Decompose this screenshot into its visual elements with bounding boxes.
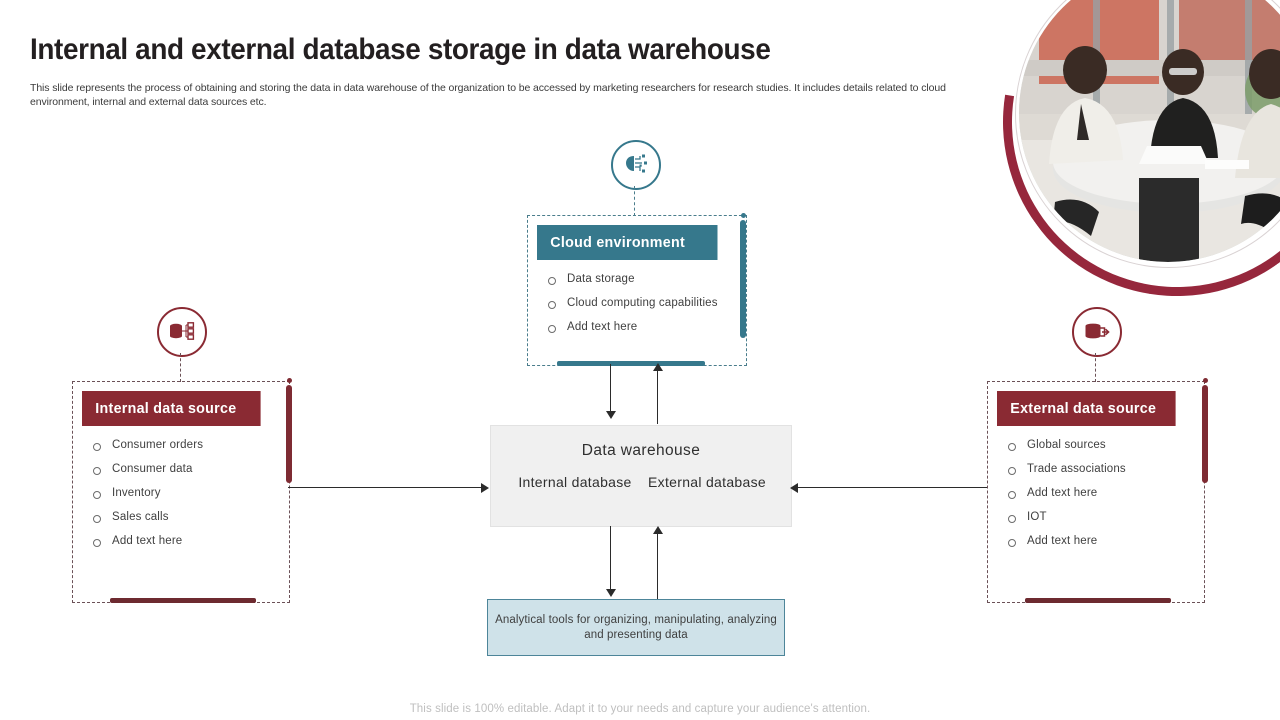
- internal-icon-connector: [180, 353, 181, 382]
- list-item-label: Global sources: [1027, 439, 1106, 451]
- internal-data-source-list: Consumer orders Consumer data Inventory …: [93, 438, 203, 558]
- bullet-icon: [548, 301, 556, 309]
- list-item: Consumer data: [93, 462, 203, 476]
- list-item: Add text here: [1008, 486, 1126, 500]
- cloud-environment-heading: Cloud environment: [537, 225, 718, 260]
- list-item: Add text here: [1008, 534, 1126, 548]
- bullet-icon: [1008, 491, 1016, 499]
- list-item: Add text here: [93, 534, 203, 548]
- bullet-icon: [93, 443, 101, 451]
- internal-database-label: Internal database: [518, 474, 632, 490]
- cloud-environment-list: Data storage Cloud computing capabilitie…: [548, 272, 718, 344]
- cloud-to-warehouse-arrow: [606, 411, 616, 419]
- internal-to-warehouse-arrow: [481, 483, 489, 493]
- bullet-icon: [548, 277, 556, 285]
- list-item: Sales calls: [93, 510, 203, 524]
- list-item: IOT: [1008, 510, 1126, 524]
- footer-note: This slide is 100% editable. Adapt it to…: [409, 703, 871, 715]
- analytical-tools-label: Analytical tools for organizing, manipul…: [495, 613, 777, 641]
- internal-data-source-panel[interactable]: Internal data source Consumer orders Con…: [72, 381, 290, 603]
- external-accent-dot: [1203, 378, 1208, 383]
- tools-to-warehouse-line: [657, 529, 658, 599]
- data-warehouse-box[interactable]: Data warehouse Internal database Externa…: [490, 425, 792, 527]
- page-subtitle: This slide represents the process of obt…: [30, 82, 946, 108]
- cloud-accent-dot: [741, 213, 746, 218]
- bullet-icon: [1008, 539, 1016, 547]
- list-item: Cloud computing capabilities: [548, 296, 718, 310]
- bullet-icon: [548, 325, 556, 333]
- list-item: Global sources: [1008, 438, 1126, 452]
- warehouse-to-tools-line: [610, 526, 611, 590]
- business-meeting-photo: [933, 0, 1280, 366]
- list-item-label: Cloud computing capabilities: [567, 297, 718, 309]
- list-item-label: Sales calls: [112, 511, 169, 523]
- database-nodes-icon: [157, 307, 207, 357]
- cloud-accent-vertical-bar: [740, 220, 746, 338]
- list-item-label: Add text here: [1027, 535, 1098, 547]
- list-item: Data storage: [548, 272, 718, 286]
- list-item: Consumer orders: [93, 438, 203, 452]
- list-item: Inventory: [93, 486, 203, 500]
- list-item-label: Inventory: [112, 487, 161, 499]
- data-warehouse-title: Data warehouse: [581, 442, 701, 459]
- external-accent-bottom-bar: [1025, 598, 1171, 603]
- internal-accent-bottom-bar: [110, 598, 256, 603]
- external-data-source-list: Global sources Trade associations Add te…: [1008, 438, 1126, 558]
- list-item: Add text here: [548, 320, 718, 334]
- list-item-label: Consumer data: [112, 463, 193, 475]
- warehouse-to-tools-arrow: [606, 589, 616, 597]
- external-accent-vertical-bar: [1202, 385, 1208, 483]
- list-item-label: Consumer orders: [112, 439, 204, 451]
- cloud-to-warehouse-line: [610, 364, 611, 412]
- warehouse-to-cloud-line: [657, 366, 658, 424]
- bullet-icon: [1008, 443, 1016, 451]
- bullet-icon: [93, 515, 101, 523]
- tools-to-warehouse-arrow: [653, 526, 663, 534]
- bullet-icon: [93, 467, 101, 475]
- list-item-label: Data storage: [567, 273, 635, 285]
- analytical-tools-box[interactable]: Analytical tools for organizing, manipul…: [487, 599, 785, 656]
- bullet-icon: [1008, 515, 1016, 523]
- external-data-source-panel[interactable]: External data source Global sources Trad…: [987, 381, 1205, 603]
- internal-to-warehouse-line: [288, 487, 482, 488]
- internal-accent-vertical-bar: [286, 385, 292, 483]
- list-item-label: Add text here: [1027, 487, 1098, 499]
- page-title: Internal and external database storage i…: [30, 33, 771, 66]
- cloud-environment-panel[interactable]: Cloud environment Data storage Cloud com…: [527, 215, 747, 366]
- internal-data-source-heading: Internal data source: [82, 391, 261, 426]
- list-item-label: Add text here: [567, 321, 638, 333]
- warehouse-to-cloud-arrow: [653, 363, 663, 371]
- database-export-icon: [1072, 307, 1122, 357]
- list-item: Trade associations: [1008, 462, 1126, 476]
- external-data-source-heading: External data source: [997, 391, 1176, 426]
- list-item-label: IOT: [1027, 511, 1047, 523]
- external-icon-connector: [1095, 353, 1096, 382]
- cloud-icon-connector: [634, 186, 635, 216]
- external-to-warehouse-line: [797, 487, 987, 488]
- external-to-warehouse-arrow: [790, 483, 798, 493]
- ai-chip-brain-icon: [611, 140, 661, 190]
- external-database-label: External database: [648, 474, 766, 490]
- bullet-icon: [1008, 467, 1016, 475]
- bullet-icon: [93, 491, 101, 499]
- list-item-label: Trade associations: [1027, 463, 1126, 475]
- internal-accent-dot: [287, 378, 292, 383]
- list-item-label: Add text here: [112, 535, 183, 547]
- cloud-accent-bottom-bar: [557, 361, 705, 366]
- bullet-icon: [93, 539, 101, 547]
